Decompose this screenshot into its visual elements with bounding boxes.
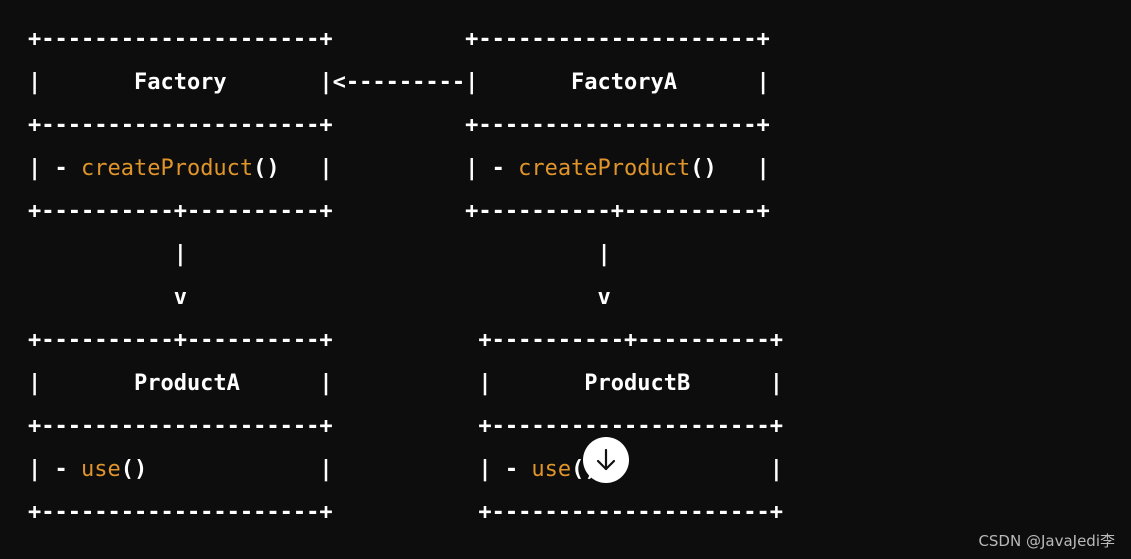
diagram-text: | - — [28, 457, 81, 482]
diagram-text: +---------------------+ +---------------… — [28, 500, 783, 525]
method-name: use — [80, 457, 121, 482]
diagram-text: +---------------------+ +---------------… — [28, 414, 783, 439]
diagram-text: +---------------------+ +---------------… — [28, 27, 770, 52]
diagram-line: +----------+----------+ +----------+----… — [28, 190, 783, 233]
diagram-line: | | — [28, 233, 783, 276]
diagram-line: | ProductA | | ProductB | — [28, 362, 783, 405]
diagram-line: +---------------------+ +---------------… — [28, 18, 783, 61]
diagram-text: | | — [28, 242, 611, 267]
diagram-line: | Factory |<---------| FactoryA | — [28, 61, 783, 104]
diagram-text: +----------+----------+ +----------+----… — [28, 199, 770, 224]
scroll-down-button[interactable] — [583, 437, 629, 483]
arrow-down-icon — [596, 448, 616, 471]
diagram-line: +---------------------+ +---------------… — [28, 491, 783, 534]
diagram-text: v v — [28, 285, 611, 310]
diagram-line: v v — [28, 276, 783, 319]
diagram-line: +----------+----------+ +----------+----… — [28, 319, 783, 362]
diagram-line: | - use() | | - use() | — [28, 448, 783, 491]
ascii-class-diagram: +---------------------+ +---------------… — [28, 18, 783, 534]
diagram-text: | - — [28, 156, 81, 181]
diagram-line: | - createProduct() | | - createProduct(… — [28, 147, 783, 190]
diagram-text: | ProductA | | ProductB | — [28, 371, 783, 396]
diagram-text: () | | - — [253, 156, 519, 181]
diagram-text: +---------------------+ +---------------… — [28, 113, 770, 138]
method-name: createProduct — [518, 156, 691, 181]
diagram-text: () | | - — [120, 457, 532, 482]
watermark: CSDN @JavaJedi李 — [978, 532, 1115, 550]
diagram-text: () | — [690, 156, 770, 181]
diagram-line: +---------------------+ +---------------… — [28, 104, 783, 147]
method-name: createProduct — [80, 156, 254, 181]
diagram-line: +---------------------+ +---------------… — [28, 405, 783, 448]
method-name: use — [531, 457, 572, 482]
diagram-text: +----------+----------+ +----------+----… — [28, 328, 783, 353]
diagram-text: | Factory |<---------| FactoryA | — [28, 70, 770, 95]
